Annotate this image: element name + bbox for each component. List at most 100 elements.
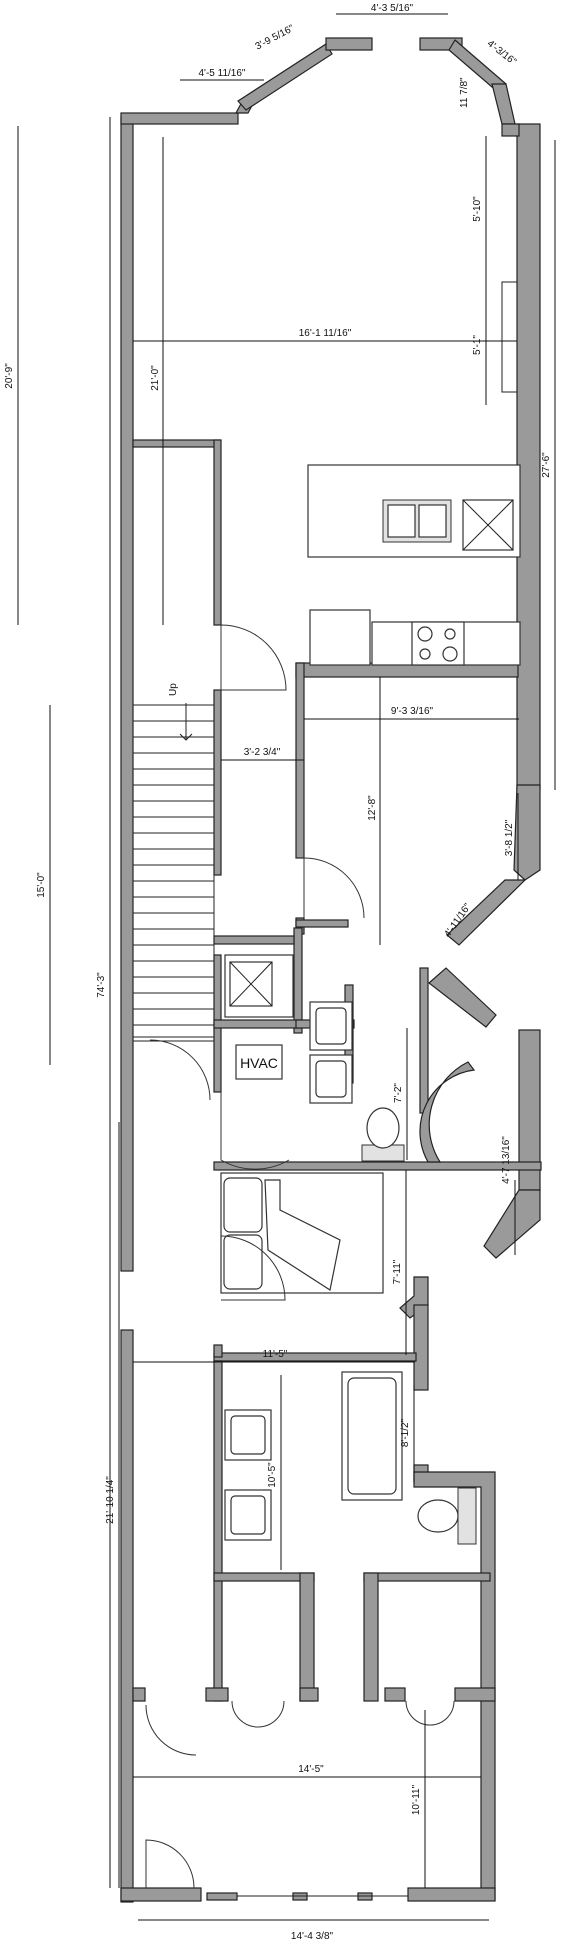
- right-wall-bath: [413, 1304, 429, 1391]
- stair-outline: [132, 704, 215, 1038]
- dim-overall-width: 14'-4 3/8": [291, 1931, 334, 1942]
- dim-rear-zone: 21'-10 1/4": [105, 1476, 116, 1524]
- front-wall-left: [120, 112, 239, 125]
- hvac-closet: HVAC: [224, 954, 294, 1080]
- range: [411, 621, 465, 666]
- dim-window-1: 5'-10": [472, 196, 483, 222]
- dim-bath2-depth: 10'-5": [267, 1462, 278, 1488]
- dim-overall-length: 74'-3": [96, 972, 107, 998]
- sink-bowl: [230, 1495, 266, 1535]
- dim-bed-width: 11'-5": [263, 1349, 288, 1360]
- rear-wall-left: [120, 1887, 202, 1902]
- closet-right-wall: [293, 927, 303, 1034]
- laundry-left-stub: [213, 1344, 223, 1358]
- burner-icon: [442, 646, 458, 662]
- closet-divider-left: [299, 1572, 315, 1702]
- bay2-right-wall: [513, 784, 541, 881]
- bath1-right-wall: [419, 967, 429, 1114]
- stairs: [132, 704, 215, 1042]
- dim-stair-zone: 15'-0": [36, 872, 47, 898]
- cushion: [223, 1234, 263, 1290]
- rear-wall-right: [407, 1887, 496, 1902]
- door-kitchen-hall[interactable]: [220, 624, 287, 691]
- dim-rear-width: 14'-5": [298, 1764, 324, 1775]
- bath2-bottom-wall: [213, 1572, 315, 1582]
- burner-icon: [419, 648, 431, 660]
- door-rear-left[interactable]: [145, 1704, 197, 1756]
- cooktop-x-2: [462, 499, 514, 551]
- stair-right-wall-1: [213, 439, 222, 626]
- dim-bay2-small: 3'-8 1/2": [504, 819, 515, 856]
- closet-jamb-a: [205, 1687, 229, 1702]
- closet-jamb-b: [299, 1687, 319, 1702]
- hvac-label: HVAC: [240, 1055, 278, 1071]
- bath2-left-wall: [213, 1360, 223, 1702]
- closet-top-wall: [295, 919, 349, 928]
- right-wall-cap: [501, 123, 520, 137]
- closet-jamb-d: [454, 1687, 496, 1702]
- dim-front-zone: 20'-9": [4, 363, 15, 389]
- doors: [145, 624, 455, 1889]
- curved-wall: [419, 1061, 476, 1163]
- burner-icon: [417, 626, 433, 642]
- laundry-bottom-wall: [213, 1352, 417, 1362]
- door-stair-bottom[interactable]: [149, 1039, 211, 1101]
- closet-divider-right: [363, 1572, 379, 1702]
- island-sink-bowl-left: [387, 504, 416, 538]
- closet-jamb-e: [132, 1687, 146, 1702]
- left-wall-lower: [120, 1329, 134, 1903]
- bath2-bottom-wall-right: [363, 1572, 491, 1582]
- hvac-bottom-wall: [213, 1019, 303, 1029]
- fridge: [309, 609, 371, 666]
- sink-bowl: [315, 1060, 347, 1098]
- door-kitchen-closet[interactable]: [303, 857, 365, 919]
- dim-front-left: 4'-5 11/16": [199, 68, 246, 79]
- laundry-top-wall: [213, 1161, 542, 1171]
- door-bedroom[interactable]: [220, 1235, 286, 1301]
- toilet-bowl: [417, 1499, 459, 1533]
- interior-walls: [132, 439, 542, 1702]
- toilet-bowl: [366, 1107, 400, 1149]
- right-wall-lower: [413, 1471, 496, 1901]
- dim-kitchen-width: 9'-3 3/16": [391, 706, 434, 717]
- window-recess: [501, 281, 518, 393]
- dim-tub-depth: 8'-1/2": [400, 1418, 411, 1447]
- rear-door-jamb-1: [206, 1892, 238, 1901]
- stair-up-label: Up: [168, 683, 179, 696]
- dim-living-width: 16'-1 11/16": [299, 328, 352, 339]
- dim-bath1-depth: 7'-2": [393, 1083, 404, 1103]
- right-wall-upper: [516, 123, 541, 790]
- bay-left-diag-wall: [237, 43, 333, 111]
- sink-bowl: [230, 1415, 266, 1455]
- hvac-unit: [235, 1044, 283, 1080]
- bath-2: [224, 1371, 477, 1545]
- hvac-top-wall: [213, 935, 295, 945]
- door-laundry[interactable]: [220, 1092, 290, 1170]
- dimension-lines: [17, 13, 556, 1921]
- exterior-walls: [120, 37, 541, 1903]
- stair-arrow-head: [179, 733, 193, 741]
- dim-bay-right-diag: 4'-3/16": [485, 38, 519, 68]
- cushion: [223, 1177, 263, 1233]
- dim-bay-top: 4'-3 5/16": [371, 3, 414, 14]
- dim-right-long: 27'-6": [541, 452, 552, 478]
- dim-kitchen-depth: 12'-8": [367, 795, 378, 821]
- dim-bay-left-diag: 3'-9 5/16": [254, 23, 297, 53]
- bay2-lower-diag: [428, 967, 497, 1028]
- bay3-diag-wall: [483, 1189, 541, 1259]
- stair-top-wall: [132, 439, 221, 448]
- door-closet-double-1[interactable]: [231, 1700, 285, 1728]
- dim-hall-width: 3'-2 3/4": [244, 747, 281, 758]
- bathtub-inner: [347, 1377, 397, 1495]
- closet-jamb-c: [384, 1687, 406, 1702]
- dim-window-2: 5'-1": [472, 335, 483, 355]
- kitchen: [307, 464, 521, 666]
- door-rear-entry[interactable]: [145, 1839, 195, 1889]
- door-closet-double-2[interactable]: [405, 1700, 455, 1726]
- left-wall-upper: [120, 116, 134, 1272]
- toilet-tank: [457, 1487, 477, 1545]
- dim-living-depth: 21'-0": [150, 365, 161, 391]
- utility-x-2: [229, 961, 273, 1007]
- dim-rear-depth: 10'-11": [411, 1784, 422, 1815]
